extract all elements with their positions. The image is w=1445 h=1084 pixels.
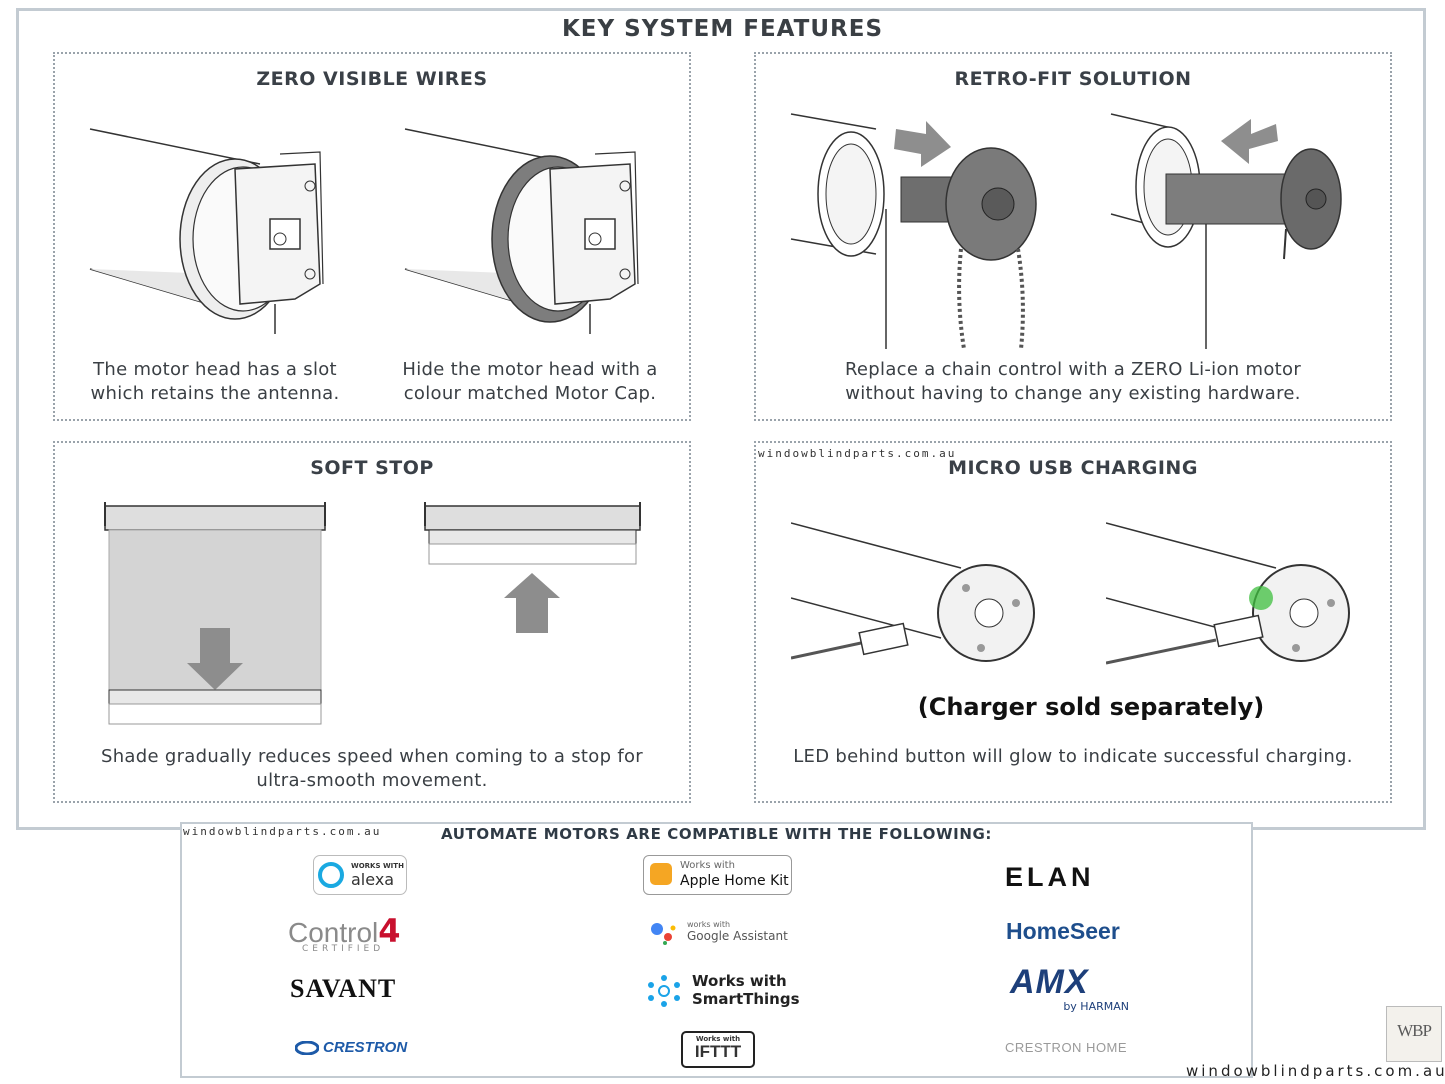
panel-retrofit-solution: RETRO-FIT SOLUTION Replace a chain contr…: [754, 52, 1392, 421]
caption-left: The motor head has a slot which retains …: [65, 358, 365, 406]
page-title: KEY SYSTEM FEATURES: [561, 16, 884, 42]
caption-left-line-2: which retains the antenna.: [90, 383, 340, 404]
alexa-works-with: WORKS WITH: [351, 862, 404, 870]
panel-title: ZERO VISIBLE WIRES: [256, 68, 488, 90]
elan-logo: ELAN: [1005, 862, 1095, 892]
amx-name: AMX: [1010, 963, 1089, 1001]
caption-right-line-1: Hide the motor head with a: [402, 359, 658, 380]
caption-right-line-2: colour matched Motor Cap.: [403, 383, 657, 404]
control4-number: 4: [378, 912, 401, 950]
homekit-badge: Works with Apple Home Kit: [643, 855, 792, 895]
panel-title: SOFT STOP: [310, 457, 434, 479]
chain-control-removal-illustration: [790, 113, 1037, 349]
panel-micro-usb-charging: windowblindparts.com.au MICRO USB CHARGI…: [754, 441, 1392, 803]
homekit-icon: [650, 863, 672, 885]
footer-url: windowblindparts.com.au: [1186, 1062, 1445, 1080]
homekit-name: Apple Home Kit: [680, 873, 789, 889]
led-glow-icon: [1249, 586, 1273, 610]
google-works-with: works with: [687, 920, 731, 929]
motor-head-slot-illustration: [89, 128, 324, 334]
motor-cap-illustration: [404, 128, 639, 334]
smartthings-icon: [648, 975, 680, 1007]
shade-raising-illustration: [424, 502, 641, 633]
watermark: windowblindparts.com.au: [758, 447, 957, 460]
panel-title: MICRO USB CHARGING: [948, 457, 1198, 479]
control4-logo: Control4 CERTIFIED: [288, 912, 438, 954]
control4-name: Control: [288, 917, 379, 948]
usb-plug-approach-illustration: [791, 522, 1035, 662]
retrofit-caption: Replace a chain control with a ZERO Li-i…: [766, 358, 1380, 406]
control4-certified: CERTIFIED: [302, 944, 385, 954]
panel-title: RETRO-FIT SOLUTION: [954, 68, 1192, 90]
amx-logo: AMX by HARMAN: [1010, 964, 1135, 1013]
charger-note: (Charger sold separately): [917, 693, 1265, 721]
compatibility-title: AUTOMATE MOTORS ARE COMPATIBLE WITH THE …: [441, 825, 992, 843]
ifttt-badge: Works with IFTTT: [681, 1031, 755, 1068]
crestron-logo: CRESTRON: [295, 1038, 430, 1058]
zero-motor-inserted-illustration: [1110, 113, 1342, 349]
caption-left-line-1: The motor head has a slot: [93, 359, 337, 380]
homekit-works-with: Works with: [680, 860, 735, 871]
retrofit-caption-line-2: without having to change any existing ha…: [845, 383, 1301, 404]
smartthings-line-1: Works with: [692, 972, 787, 990]
panel-soft-stop: SOFT STOP Shade gradually reduces speed …: [53, 441, 691, 803]
wbp-logo-text: WBP: [1397, 1021, 1432, 1040]
smartthings-badge: Works with SmartThings: [645, 968, 805, 1012]
crestron-name: CRESTRON: [323, 1039, 408, 1056]
google-assistant-icon: [651, 923, 676, 945]
soft-stop-caption-line-2: ultra-smooth movement.: [256, 770, 488, 791]
alexa-name: alexa: [351, 870, 395, 889]
ifttt-works-with: Works with: [695, 1035, 741, 1043]
wbp-logo: WBP: [1386, 1006, 1442, 1062]
savant-logo: SAVANT: [290, 974, 397, 1003]
usb-plug-charging-illustration: [1106, 522, 1350, 665]
retrofit-caption-line-1: Replace a chain control with a ZERO Li-i…: [844, 359, 1302, 380]
crestron-swoosh-icon: [295, 1041, 319, 1055]
usb-caption: LED behind button will glow to indicate …: [793, 746, 1353, 767]
shade-lowering-illustration: [104, 502, 326, 725]
google-name: Google Assistant: [687, 929, 788, 943]
ifttt-name: IFTTT: [694, 1042, 742, 1061]
homeseer-logo: HomeSeer: [1006, 918, 1120, 944]
alexa-icon: [318, 862, 344, 888]
caption-right: Hide the motor head with a colour matche…: [380, 358, 680, 406]
alexa-badge: WORKS WITH alexa: [313, 855, 407, 895]
amx-by-harman: by HARMAN: [1063, 1000, 1129, 1013]
smartthings-line-2: SmartThings: [692, 990, 800, 1008]
soft-stop-caption-line-1: Shade gradually reduces speed when comin…: [101, 746, 643, 767]
soft-stop-caption: Shade gradually reduces speed when comin…: [65, 745, 679, 793]
panel-zero-visible-wires: ZERO VISIBLE WIRES The motor head has a …: [53, 52, 691, 421]
crestron-home-logo: CRESTRON HOME: [1005, 1040, 1128, 1055]
compat-watermark: windowblindparts.com.au: [183, 825, 382, 838]
google-assistant-badge: works with Google Assistant: [650, 918, 790, 948]
